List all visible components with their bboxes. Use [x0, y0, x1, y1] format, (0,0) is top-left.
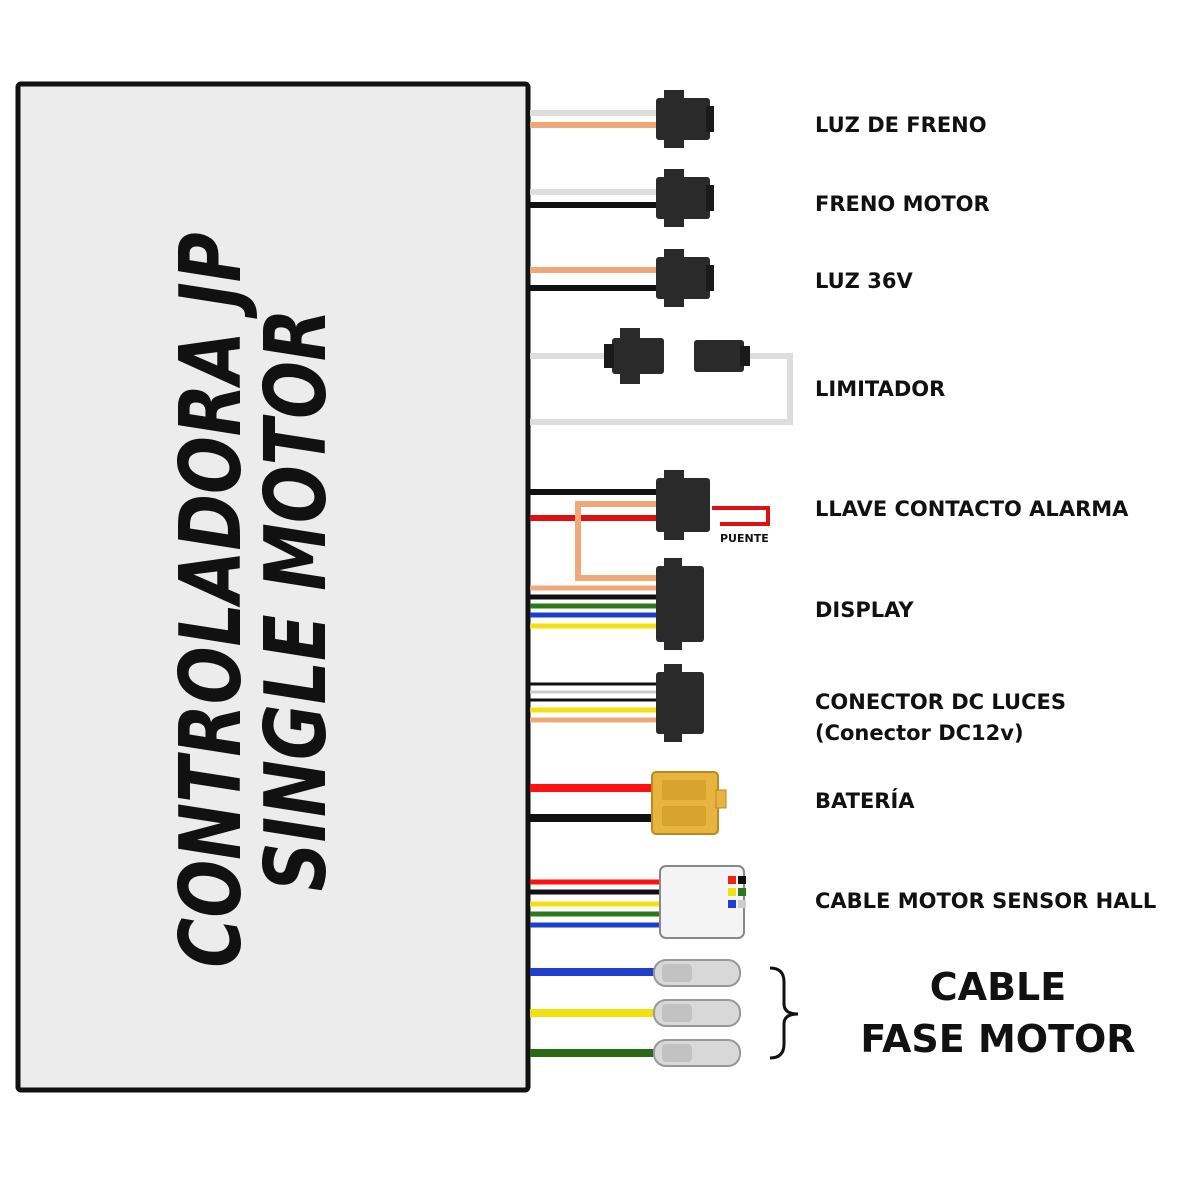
key-alarm-label: LLAVE CONTACTO ALARMA — [815, 497, 1129, 521]
hall-connector-group: CABLE MOTOR SENSOR HALL — [530, 865, 1156, 939]
motor-brake-label: FRENO MOTOR — [815, 192, 990, 216]
limiter-male-connector-icon — [604, 328, 664, 384]
phase-cables-group: CABLE FASE MOTOR — [530, 959, 1136, 1067]
display-connector-group: DISPLAY — [530, 558, 914, 650]
motor-brake-connector-icon — [656, 169, 714, 227]
light-36v-connector-group: LUZ 36V — [530, 249, 913, 307]
hall-label: CABLE MOTOR SENSOR HALL — [815, 889, 1156, 913]
battery-label: BATERÍA — [815, 788, 915, 813]
display-label: DISPLAY — [815, 598, 914, 622]
limiter-connector-group: LIMITADOR — [530, 328, 945, 425]
light-36v-connector-icon — [656, 249, 714, 307]
phase-label-line1: CABLE — [930, 965, 1066, 1009]
light-36v-label: LUZ 36V — [815, 269, 913, 293]
dc-lights-sublabel: (Conector DC12v) — [815, 721, 1024, 745]
dc-lights-label: CONECTOR DC LUCES — [815, 690, 1066, 714]
xt60-connector-icon — [651, 771, 727, 835]
brake-light-connector-group: LUZ DE FRENO — [530, 90, 987, 148]
battery-connector-group: BATERÍA — [530, 771, 915, 835]
brake-light-connector-icon — [656, 90, 714, 148]
limiter-label: LIMITADOR — [815, 377, 945, 401]
controller-title-line1: CONTROLADORA JP — [163, 232, 261, 967]
controller-title: CONTROLADORA JP SINGLE MOTOR — [163, 232, 346, 967]
display-connector-icon — [656, 558, 704, 650]
brace-icon — [769, 966, 799, 1060]
phase-terminal-yellow-icon — [653, 999, 741, 1027]
dc-lights-connector-icon — [656, 664, 704, 742]
motor-brake-connector-group: FRENO MOTOR — [530, 169, 990, 227]
bridge-wire — [712, 506, 770, 526]
phase-terminal-green-icon — [653, 1039, 741, 1067]
key-alarm-connector-icon — [656, 470, 710, 540]
brake-light-label: LUZ DE FRENO — [815, 113, 987, 137]
phase-terminal-blue-icon — [653, 959, 741, 987]
controller-box — [15, 81, 531, 1093]
dc-lights-connector-group: CONECTOR DC LUCES (Conector DC12v) — [530, 664, 1066, 745]
limiter-female-connector-icon — [694, 340, 750, 372]
hall-connector-icon — [659, 865, 746, 939]
phase-label-line2: FASE MOTOR — [860, 1017, 1135, 1061]
bridge-label: PUENTE — [720, 532, 769, 545]
key-alarm-connector-group: PUENTE LLAVE CONTACTO ALARMA — [530, 470, 1129, 581]
controller-title-line2: SINGLE MOTOR — [248, 309, 346, 891]
